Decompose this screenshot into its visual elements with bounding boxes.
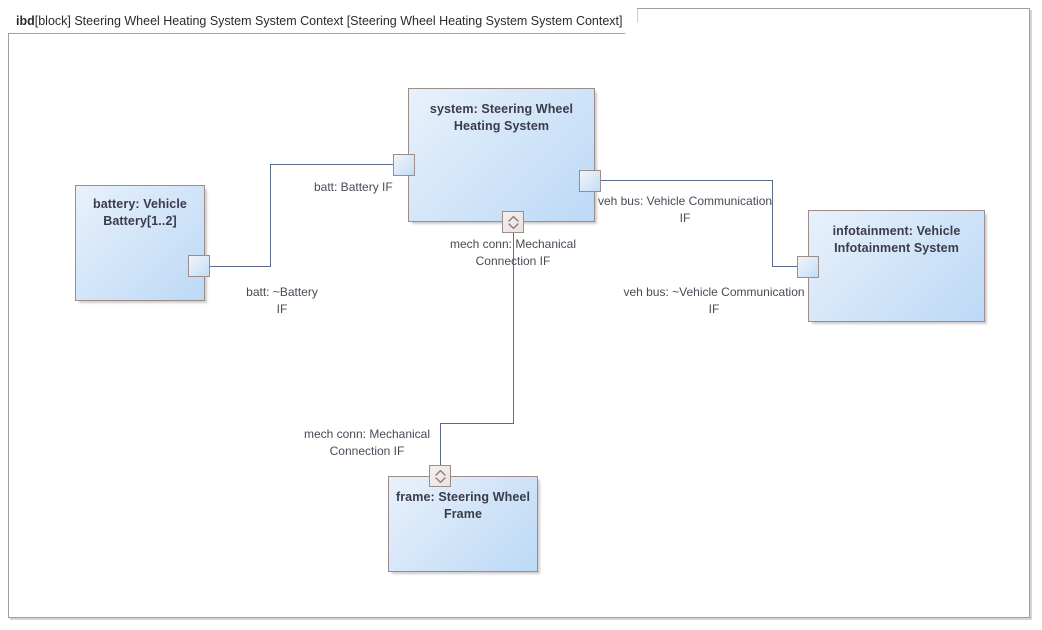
part-infotainment[interactable]: infotainment: Vehicle Infotainment Syste… <box>808 210 985 322</box>
part-infotainment-label-line1: infotainment: Vehicle <box>832 224 961 238</box>
part-system-label-line2: Heating System <box>453 119 550 133</box>
part-system-label-line1: system: Steering Wheel <box>429 102 574 116</box>
connector-battery-segment-h2 <box>270 164 408 165</box>
port-label-vehicle-comm-if-conjugated: veh bus: ~Vehicle Communication IF <box>623 285 805 317</box>
port-system-mech-conn[interactable] <box>502 211 524 233</box>
part-battery[interactable]: battery: Vehicle Battery[1..2] <box>75 185 205 301</box>
diagram-kind-keyword: ibd <box>16 13 35 28</box>
port-label-battery-if-provided: batt: Battery IF <box>314 180 393 194</box>
port-label-mech-conn-if-system: mech conn: Mechanical Connection IF <box>449 237 577 269</box>
part-infotainment-label-line2: Infotainment System <box>834 241 959 255</box>
port-system-batt[interactable] <box>393 154 415 176</box>
part-frame[interactable]: frame: Steering Wheel Frame <box>388 476 538 572</box>
part-frame-label-line1: frame: Steering Wheel <box>395 490 531 504</box>
port-infotainment-vehbus[interactable] <box>797 256 819 278</box>
port-label-vehicle-comm-if-provided: veh bus: Vehicle Communication IF <box>597 194 773 226</box>
connector-mechconn-segment-v2 <box>440 423 441 477</box>
connector-mechconn-segment-h <box>440 423 514 424</box>
part-system[interactable]: system: Steering Wheel Heating System <box>408 88 595 222</box>
connector-battery-segment-h1 <box>205 266 271 267</box>
part-battery-label-line2: Battery[1..2] <box>103 214 177 228</box>
connector-battery-segment-v <box>270 164 271 267</box>
port-label-mech-conn-if-frame: mech conn: Mechanical Connection IF <box>303 427 431 459</box>
diagram-title-qualifier: [block] Steering Wheel Heating System Sy… <box>34 13 623 28</box>
connector-vehbus-segment-h2 <box>772 266 809 267</box>
connector-vehbus-segment-h1 <box>595 180 773 181</box>
port-frame-mech-conn[interactable] <box>429 465 451 487</box>
part-battery-label-line1: battery: Vehicle <box>92 197 187 211</box>
connector-vehbus-segment-v <box>772 180 773 267</box>
connector-mechconn-segment-v1 <box>513 222 514 424</box>
part-frame-label-line2: Frame <box>443 507 483 521</box>
port-battery-batt[interactable] <box>188 255 210 277</box>
port-label-battery-if-conjugated: batt: ~Battery IF <box>246 285 318 317</box>
diagram-title-tab[interactable]: ibd[block] Steering Wheel Heating System… <box>8 8 638 34</box>
port-system-vehbus[interactable] <box>579 170 601 192</box>
